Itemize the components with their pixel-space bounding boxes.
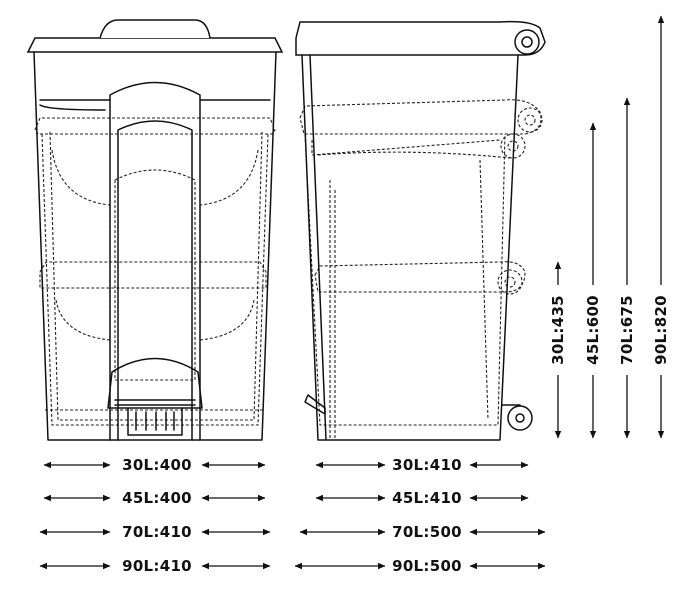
height-label-90l: 90L:820	[652, 295, 670, 365]
height-label-45l: 45L:600	[584, 295, 602, 365]
front-lid-handle	[99, 19, 211, 39]
side-hinge-inner	[521, 36, 533, 48]
side-depth-label-90l: 90L:500	[392, 557, 462, 575]
side-depth-dimensions: 30L:410 45L:410 70L:500 90L:500	[294, 456, 546, 575]
front-channel	[109, 81, 201, 441]
side-view	[295, 20, 546, 441]
height-label-70l: 70L:675	[618, 295, 636, 365]
side-depth-label-30l: 30L:410	[392, 456, 462, 474]
side-depth-label-70l: 70L:500	[392, 523, 462, 541]
front-width-label-45l: 45L:400	[122, 489, 192, 507]
side-hinge-outer	[514, 29, 540, 55]
front-dashed-outlines	[34, 117, 276, 426]
front-body	[33, 51, 277, 441]
front-view	[26, 19, 284, 441]
front-pedal	[107, 357, 203, 409]
side-body	[301, 54, 519, 441]
side-wheel	[507, 405, 533, 431]
front-width-label-70l: 70L:410	[122, 523, 192, 541]
side-dashed-outlines	[299, 99, 543, 440]
front-width-label-90l: 90L:410	[122, 557, 192, 575]
side-pedal	[304, 394, 326, 415]
side-lid	[295, 20, 546, 56]
front-width-label-30l: 30L:400	[122, 456, 192, 474]
front-width-dimensions: 30L:400 45L:400 70L:410 90L:410	[39, 456, 271, 575]
front-lid	[26, 37, 284, 53]
height-label-30l: 30L:435	[549, 295, 567, 365]
side-depth-label-45l: 45L:410	[392, 489, 462, 507]
height-dimensions: 30L:435 45L:600 70L:675 90L:820	[549, 15, 670, 439]
